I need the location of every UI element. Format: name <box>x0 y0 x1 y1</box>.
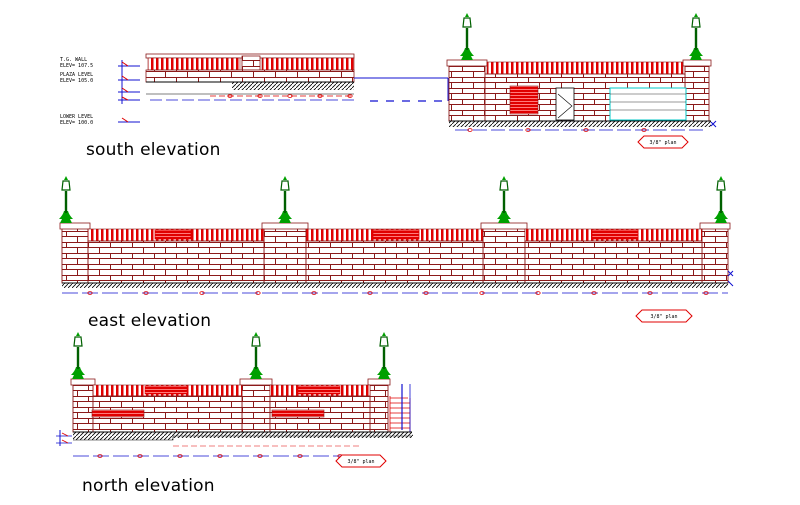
lower-elev-label: ELEV= 100.0 <box>60 120 93 126</box>
lamp-post <box>377 332 391 379</box>
tg-elev-label: ELEV= 107.5 <box>60 63 93 69</box>
stair <box>389 396 411 432</box>
level-ticks <box>121 61 129 123</box>
north-elevation-title: north elevation <box>82 476 215 496</box>
lamp-post <box>460 13 474 60</box>
south-right-markers <box>710 120 717 128</box>
dimension-marks <box>87 94 709 458</box>
south-scale-badge: 3/8" plan <box>637 135 689 149</box>
north-elevation <box>56 378 413 457</box>
south-scale-text: 3/8" plan <box>649 140 676 146</box>
level-labels: T.G. WALL ELEV= 107.5 PLAZA LEVEL ELEV= … <box>60 57 93 126</box>
east-elevation <box>59 222 734 294</box>
east-scale-text: 3/8" plan <box>650 314 677 320</box>
scale-badges: 3/8" plan 3/8" plan 3/8" plan <box>335 135 693 468</box>
lamp-post <box>59 176 73 223</box>
east-elevation-title: east elevation <box>88 311 212 331</box>
lamp-posts <box>59 13 728 379</box>
plaza-level-label: PLAZA LEVEL <box>60 72 93 78</box>
lamp-post <box>689 13 703 60</box>
north-scale-badge: 3/8" plan <box>335 454 387 468</box>
lower-level-label: LOWER LEVEL <box>60 114 93 120</box>
tg-wall-label: T.G. WALL <box>60 57 87 63</box>
south-elevation: T.G. WALL ELEV= 107.5 PLAZA LEVEL ELEV= … <box>60 53 717 131</box>
lamp-post <box>497 176 511 223</box>
lamp-post <box>249 332 263 379</box>
lamp-post <box>714 176 728 223</box>
lamp-post <box>278 176 292 223</box>
north-scale-text: 3/8" plan <box>347 459 374 465</box>
lamp-post <box>71 332 85 379</box>
level-markers <box>118 60 140 123</box>
south-elevation-title: south elevation <box>86 140 221 160</box>
east-scale-badge: 3/8" plan <box>635 309 693 323</box>
plaza-elev-label: ELEV= 105.0 <box>60 78 93 84</box>
